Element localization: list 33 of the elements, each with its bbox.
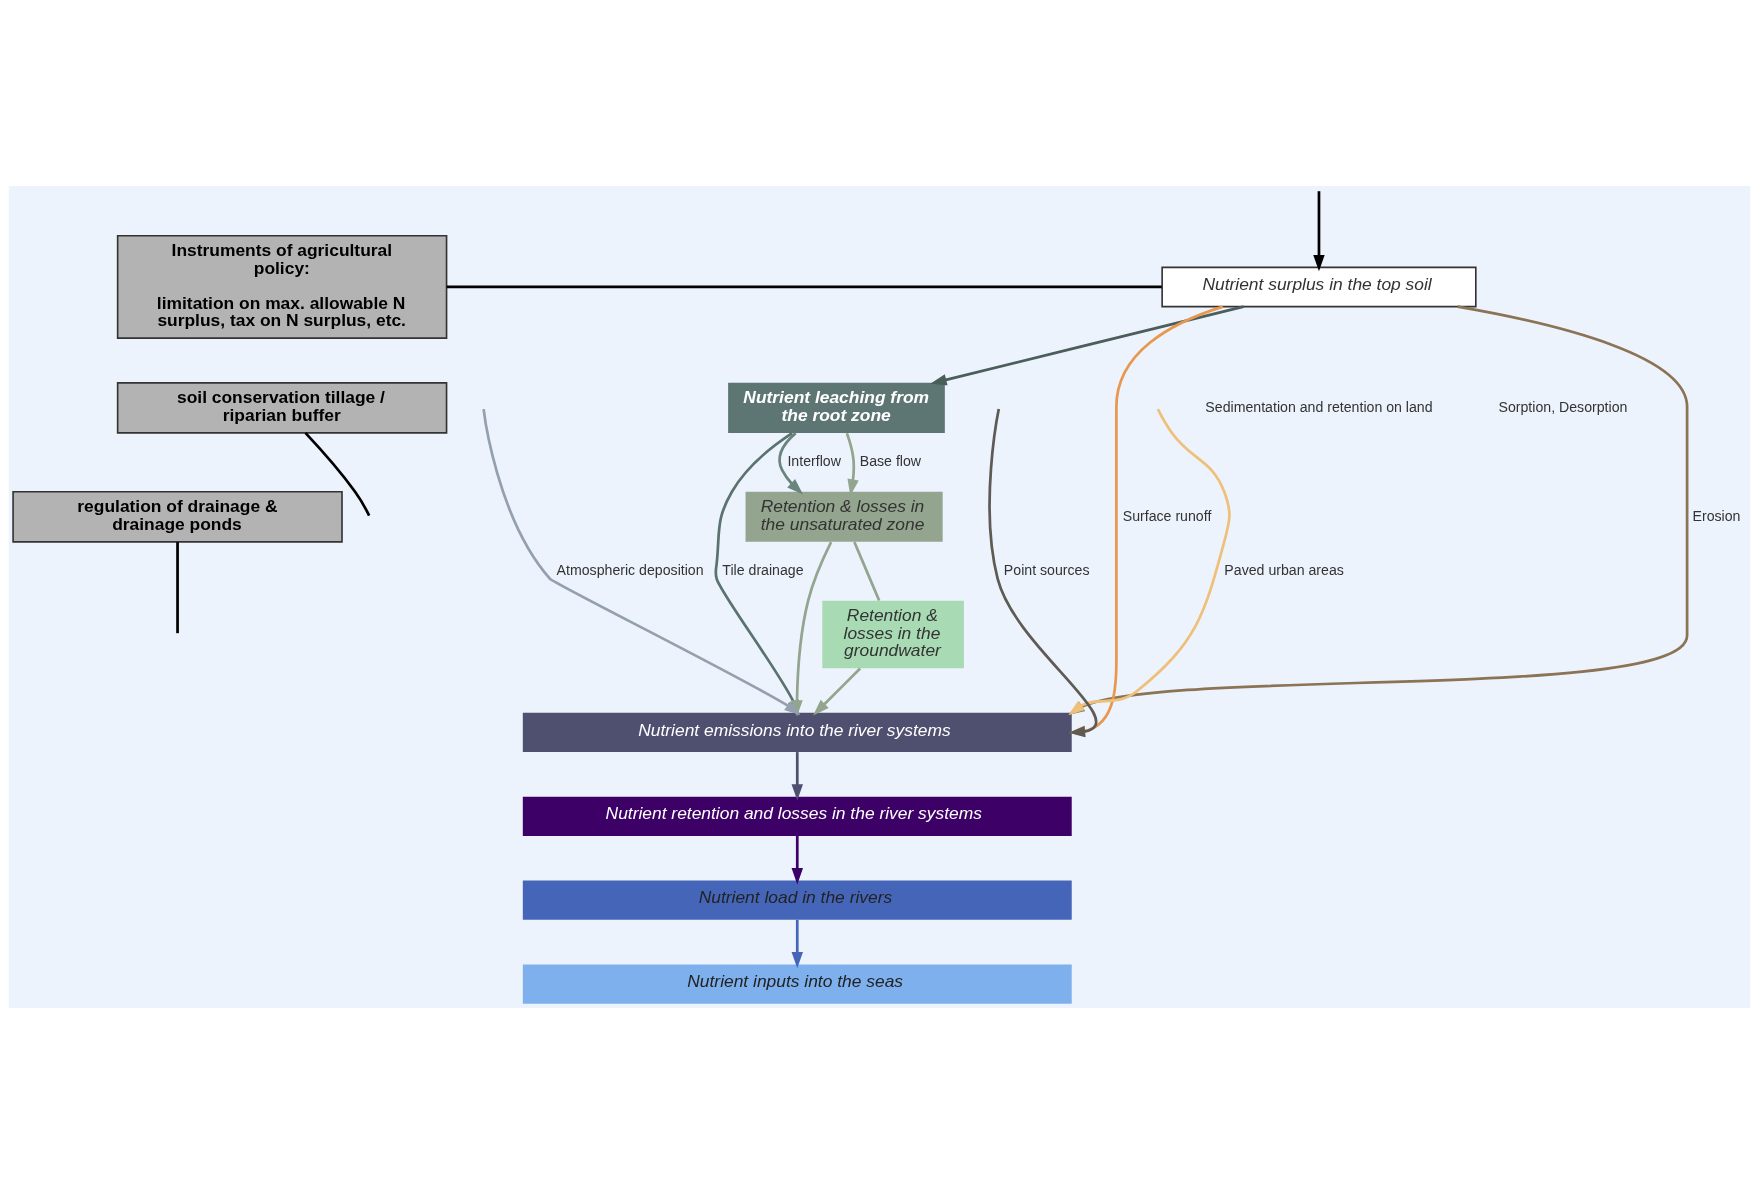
node-box: Nutrient leaching from the root zone <box>728 382 945 433</box>
edge-label: Base flow <box>859 453 922 470</box>
connector <box>446 285 1162 289</box>
connector <box>176 542 179 634</box>
node-box: Nutrient load in the rivers <box>522 880 1072 920</box>
connector <box>853 541 881 601</box>
node-box: Retention & losses in the groundwater <box>822 600 964 669</box>
edge-label: Atmospheric deposition <box>556 561 704 578</box>
node-box: Nutrient retention and losses in the river systems <box>522 796 1072 836</box>
edge-label: Surface runoff <box>1122 507 1212 524</box>
edge-label: Point sources <box>1003 561 1090 578</box>
node-box: regulation of drainage & drainage ponds <box>12 490 343 543</box>
connector <box>304 432 371 517</box>
node-box: Nutrient inputs into the seas <box>522 964 1072 1004</box>
label: Sorption, Desorption <box>1498 398 1628 415</box>
node-box: Nutrient surplus in the top soil <box>1161 266 1477 308</box>
edge-label: Interflow <box>787 453 841 470</box>
arrow <box>930 305 1244 386</box>
label: Sedimentation and retention on land <box>1205 398 1433 415</box>
arrow <box>1313 191 1325 272</box>
edge-label: Erosion <box>1692 507 1741 524</box>
edge-label: Paved urban areas <box>1224 561 1344 578</box>
arrow <box>791 541 833 717</box>
node-box: soil conservation tillage / riparian buffer <box>116 382 448 434</box>
node-box: Instruments of agricultural policy: limitation on max. allowable N surplus, tax on N surplus, etc. <box>116 235 448 339</box>
arrow <box>791 752 803 801</box>
node-box: Retention & losses in the unsaturated zone <box>745 491 943 542</box>
arrow <box>791 835 803 885</box>
arrow <box>813 667 862 716</box>
arrow <box>791 919 803 969</box>
edge-label: Tile drainage <box>722 561 804 578</box>
arrow <box>778 432 804 495</box>
node-box: Nutrient emissions into the river systems <box>522 712 1072 753</box>
